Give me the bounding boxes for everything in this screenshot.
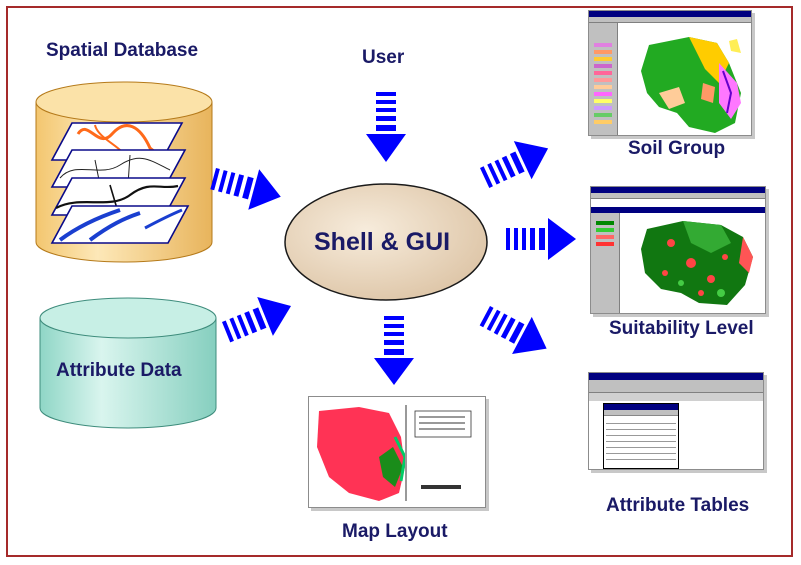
map-layout-arrow-down-icon bbox=[374, 316, 414, 385]
database-arrow-icon bbox=[210, 168, 281, 210]
user-arrow-down-icon bbox=[366, 92, 406, 162]
suitability-arrow-icon bbox=[506, 218, 576, 260]
user-label: User bbox=[362, 47, 405, 68]
suitability-level-label: Suitability Level bbox=[609, 318, 754, 339]
attribute-data-cylinder-icon bbox=[39, 297, 217, 429]
arrows bbox=[210, 92, 576, 385]
attribute-tables-label: Attribute Tables bbox=[606, 495, 750, 516]
spatial-database-cylinder-icon bbox=[35, 81, 213, 263]
attribute-tables-screenshot bbox=[588, 372, 764, 470]
soil-group-screenshot bbox=[588, 10, 752, 136]
suitability-level-screenshot bbox=[590, 186, 766, 314]
attribute-data-label: Attribute Data bbox=[56, 360, 182, 381]
soil-group-arrow-icon bbox=[480, 141, 549, 188]
shell-gui-label: Shell & GUI bbox=[314, 228, 451, 256]
attribute-tables-arrow-icon bbox=[479, 306, 547, 354]
map-layout-label: Map Layout bbox=[342, 521, 448, 542]
attribute-arrow-icon bbox=[222, 296, 292, 343]
soil-group-label: Soil Group bbox=[628, 138, 726, 159]
diagram-frame bbox=[6, 6, 793, 557]
spatial-database-label: Spatial Database bbox=[46, 40, 199, 61]
map-layer-stack-icon bbox=[50, 122, 190, 244]
map-layout-screenshot bbox=[308, 396, 486, 508]
shell-gui-ellipse bbox=[284, 183, 488, 301]
